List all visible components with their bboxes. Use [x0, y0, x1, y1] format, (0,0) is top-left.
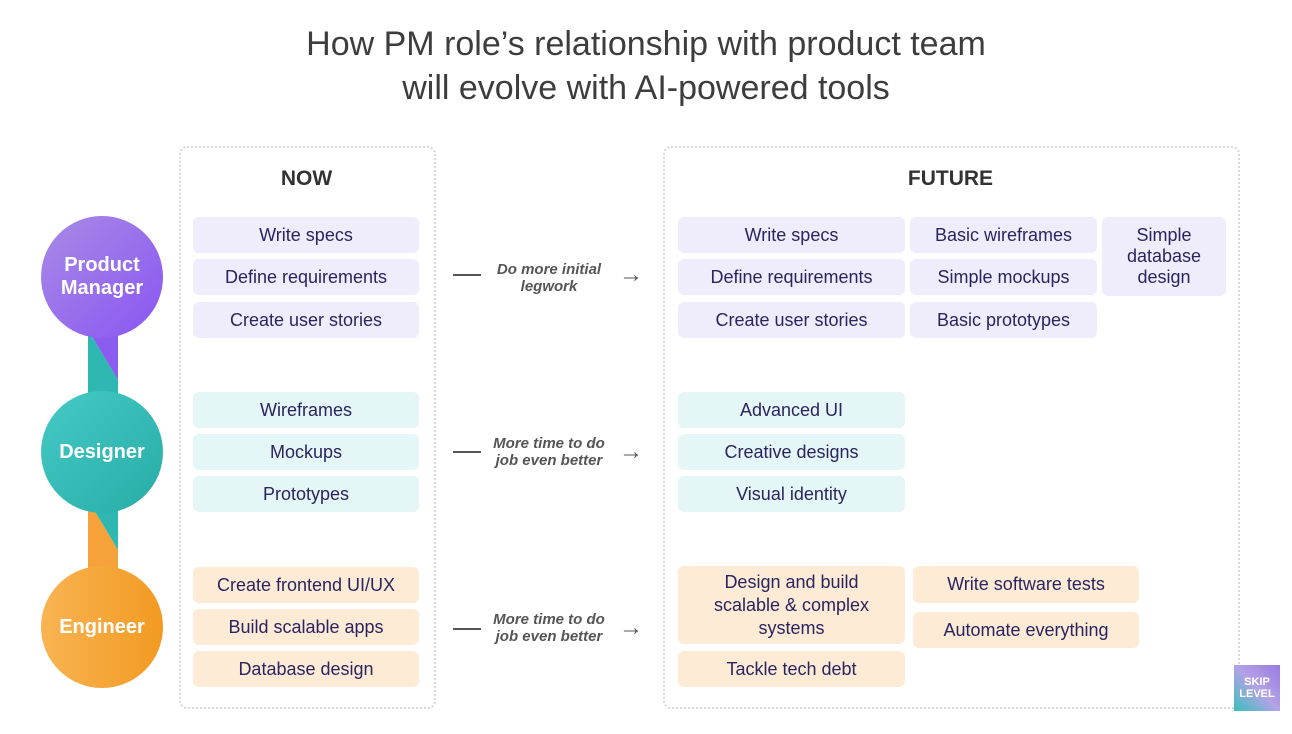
- arrow-label-designer: More time to do job even better: [493, 435, 605, 469]
- skip-level-logo: SKIP LEVEL: [1234, 665, 1280, 711]
- future-pm-item: Write specs: [678, 217, 905, 253]
- role-connector: [88, 330, 118, 580]
- title-line-2: will evolve with AI-powered tools: [402, 69, 890, 107]
- now-pm-item: Create user stories: [193, 302, 419, 338]
- future-heading: FUTURE: [907, 167, 994, 190]
- now-engineer-item: Create frontend UI/UX: [193, 567, 419, 603]
- page-title: How PM role’s relationship with product …: [0, 22, 1292, 110]
- future-pm-item: Basic prototypes: [910, 302, 1097, 338]
- now-pm-item: Write specs: [193, 217, 419, 253]
- future-pm-item: Basic wireframes: [910, 217, 1097, 253]
- role-designer: Designer: [41, 391, 163, 513]
- arrow-label-engineer: More time to do job even better: [493, 611, 605, 645]
- future-engineer-item: Automate everything: [913, 612, 1139, 648]
- title-line-1: How PM role’s relationship with product …: [306, 25, 986, 63]
- future-engineer-item: Tackle tech debt: [678, 651, 905, 687]
- now-engineer-item: Build scalable apps: [193, 609, 419, 645]
- now-designer-item: Mockups: [193, 434, 419, 470]
- future-engineer-item: Write software tests: [913, 566, 1139, 603]
- future-designer-item: Advanced UI: [678, 392, 905, 428]
- arrow-right-icon: →: [619, 439, 643, 465]
- role-engineer: Engineer: [41, 566, 163, 688]
- now-engineer-item: Database design: [193, 651, 419, 687]
- future-designer-item: Creative designs: [678, 434, 905, 470]
- now-pm-item: Define requirements: [193, 259, 419, 295]
- dash: [453, 274, 481, 276]
- future-pm-item: Simple mockups: [910, 259, 1097, 295]
- now-designer-item: Wireframes: [193, 392, 419, 428]
- future-designer-item: Visual identity: [678, 476, 905, 512]
- arrow-right-icon: →: [619, 262, 643, 288]
- future-engineer-item: Design and build scalable & complex syst…: [678, 566, 905, 644]
- arrow-label-pm: Do more initial legwork: [496, 261, 602, 295]
- role-product-manager: Product Manager: [41, 216, 163, 338]
- now-panel: [179, 146, 436, 709]
- future-pm-item: Create user stories: [678, 302, 905, 338]
- future-pm-item: Define requirements: [678, 259, 905, 295]
- now-designer-item: Prototypes: [193, 476, 419, 512]
- dash: [453, 628, 481, 630]
- future-panel: [663, 146, 1240, 709]
- future-pm-item: Simple database design: [1102, 217, 1226, 296]
- arrow-right-icon: →: [619, 615, 643, 641]
- dash: [453, 451, 481, 453]
- now-heading: NOW: [280, 167, 333, 190]
